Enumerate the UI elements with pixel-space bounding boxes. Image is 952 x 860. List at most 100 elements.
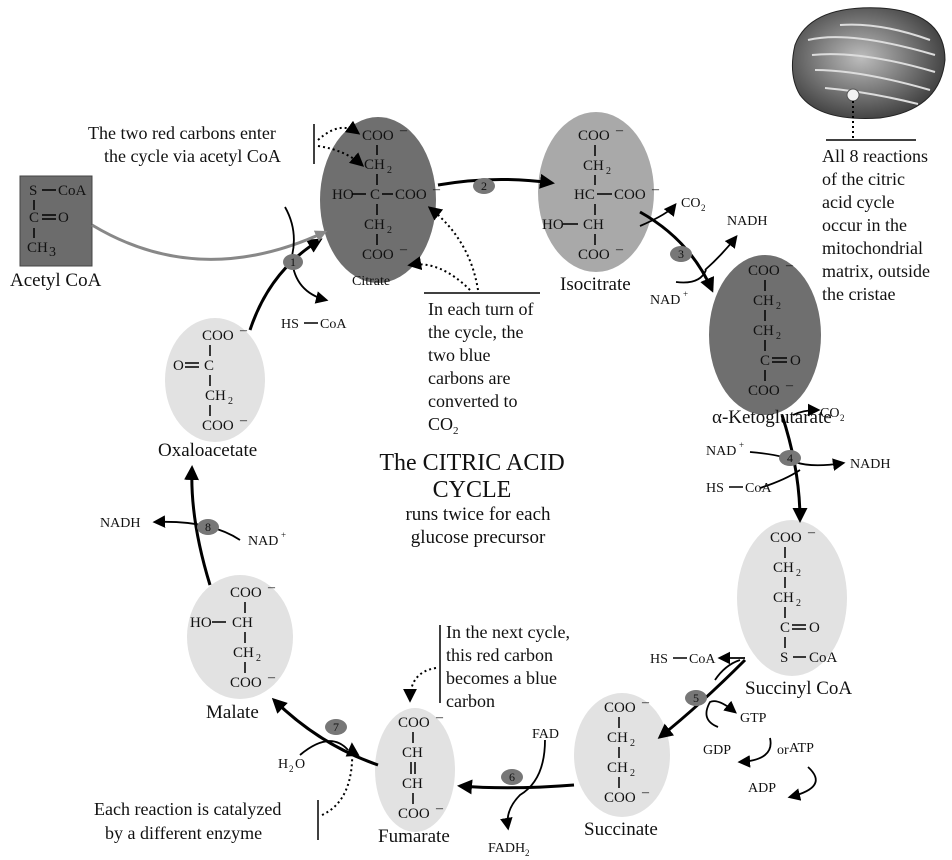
step-badge-7: 7: [325, 719, 347, 735]
svg-text:ATP: ATP: [789, 741, 814, 756]
svg-text:CH: CH: [233, 645, 254, 661]
svg-text:GTP: GTP: [740, 711, 767, 726]
svg-text:this red carbon: this red carbon: [446, 645, 553, 665]
svg-text:–: –: [435, 710, 444, 725]
svg-text:–: –: [641, 785, 650, 800]
svg-text:NAD: NAD: [706, 444, 736, 459]
step5-cofactors: HS CoA GTP GDP or ATP ADP: [650, 652, 814, 796]
svg-text:COO: COO: [748, 263, 780, 279]
svg-text:CoA: CoA: [745, 481, 772, 496]
svg-text:CH: CH: [753, 323, 774, 339]
step-badge-2: 2: [473, 178, 495, 194]
gdp-gtp-arrow: [705, 700, 737, 728]
svg-text:2: 2: [630, 738, 635, 749]
svg-text:HS: HS: [650, 652, 668, 667]
svg-text:of the citric: of the citric: [822, 169, 905, 189]
svg-text:CoA: CoA: [320, 317, 347, 332]
step1-cofactors: HS CoA: [281, 317, 347, 332]
svg-text:–: –: [435, 801, 444, 816]
svg-text:2: 2: [796, 568, 801, 579]
svg-text:O: O: [790, 353, 801, 369]
svg-text:COO: COO: [395, 187, 427, 203]
svg-text:2: 2: [525, 848, 530, 858]
svg-text:2: 2: [701, 203, 706, 213]
svg-text:HO: HO: [542, 217, 564, 233]
svg-text:HS: HS: [281, 317, 299, 332]
next-cycle-note: In the next cycle, this red carbon becom…: [403, 622, 570, 711]
svg-text:–: –: [267, 670, 276, 685]
svg-text:HO: HO: [190, 615, 212, 631]
acetyl-coa-box: [19, 175, 93, 267]
svg-text:C: C: [204, 358, 214, 374]
svg-text:In the next cycle,: In the next cycle,: [446, 622, 570, 642]
svg-text:acid cycle: acid cycle: [822, 192, 894, 212]
svg-text:2: 2: [387, 225, 392, 236]
svg-text:+: +: [683, 289, 688, 299]
svg-text:or: or: [777, 743, 789, 758]
svg-text:CH: CH: [607, 760, 628, 776]
svg-text:COO: COO: [230, 675, 262, 691]
svg-text:CH: CH: [205, 388, 226, 404]
svg-text:–: –: [615, 242, 624, 257]
svg-text:HO: HO: [332, 187, 354, 203]
step8-cofactors: NADH NAD+: [100, 516, 286, 549]
svg-text:mitochondrial: mitochondrial: [822, 238, 923, 258]
fumarate-label: Fumarate: [378, 826, 450, 847]
svg-text:2: 2: [387, 165, 392, 176]
svg-text:2: 2: [228, 396, 233, 407]
malate-label: Malate: [206, 702, 259, 723]
svg-text:CO: CO: [820, 406, 839, 421]
svg-text:GDP: GDP: [703, 743, 731, 758]
svg-text:All 8 reactions: All 8 reactions: [822, 146, 928, 166]
svg-text:O: O: [809, 620, 820, 636]
succinyl-coa-oval: [737, 520, 847, 676]
svg-text:CH: CH: [364, 217, 385, 233]
svg-text:COO: COO: [202, 328, 234, 344]
svg-text:the cristae: the cristae: [822, 284, 895, 304]
svg-text:–: –: [239, 323, 248, 338]
cycle-subtitle-line1: runs twice for each: [405, 504, 551, 525]
svg-text:–: –: [399, 123, 408, 138]
svg-text:2: 2: [776, 331, 781, 342]
svg-text:CH: CH: [607, 730, 628, 746]
svg-text:CH: CH: [583, 158, 604, 174]
svg-text:carbon: carbon: [446, 691, 495, 711]
svg-text:NADH: NADH: [850, 457, 890, 472]
svg-text:S: S: [780, 650, 788, 666]
oxaloacetate-oval: [165, 318, 265, 442]
svg-text:HC: HC: [574, 187, 595, 203]
svg-text:CoA: CoA: [689, 652, 716, 667]
svg-text:+: +: [281, 530, 286, 540]
svg-text:CoA: CoA: [58, 183, 87, 199]
svg-text:7: 7: [333, 720, 339, 734]
nadh-arrow-3: [704, 235, 738, 271]
step-badge-4: 4: [779, 450, 801, 466]
co2-release-arrow-3: [639, 203, 677, 227]
svg-text:O: O: [173, 358, 184, 374]
succinyl-coa-label: Succinyl CoA: [745, 678, 852, 699]
svg-text:COO: COO: [398, 806, 430, 822]
svg-text:FADH: FADH: [488, 841, 525, 856]
fad-fadh2-arrow: [500, 739, 546, 831]
svg-text:becomes a blue: becomes a blue: [446, 668, 557, 688]
gtp-gdp-arrow: [737, 737, 772, 768]
svg-text:2: 2: [481, 179, 487, 193]
svg-text:COO: COO: [578, 247, 610, 263]
oxaloacetate-label: Oxaloacetate: [158, 440, 257, 461]
svg-text:–: –: [267, 580, 276, 595]
acetyl-side-curve: [284, 206, 295, 257]
svg-text:CH: CH: [773, 560, 794, 576]
svg-text:NAD: NAD: [248, 534, 278, 549]
mitochondrion-illustration: [791, 7, 946, 140]
svg-text:COO: COO: [202, 418, 234, 434]
svg-text:converted to: converted to: [428, 391, 517, 411]
